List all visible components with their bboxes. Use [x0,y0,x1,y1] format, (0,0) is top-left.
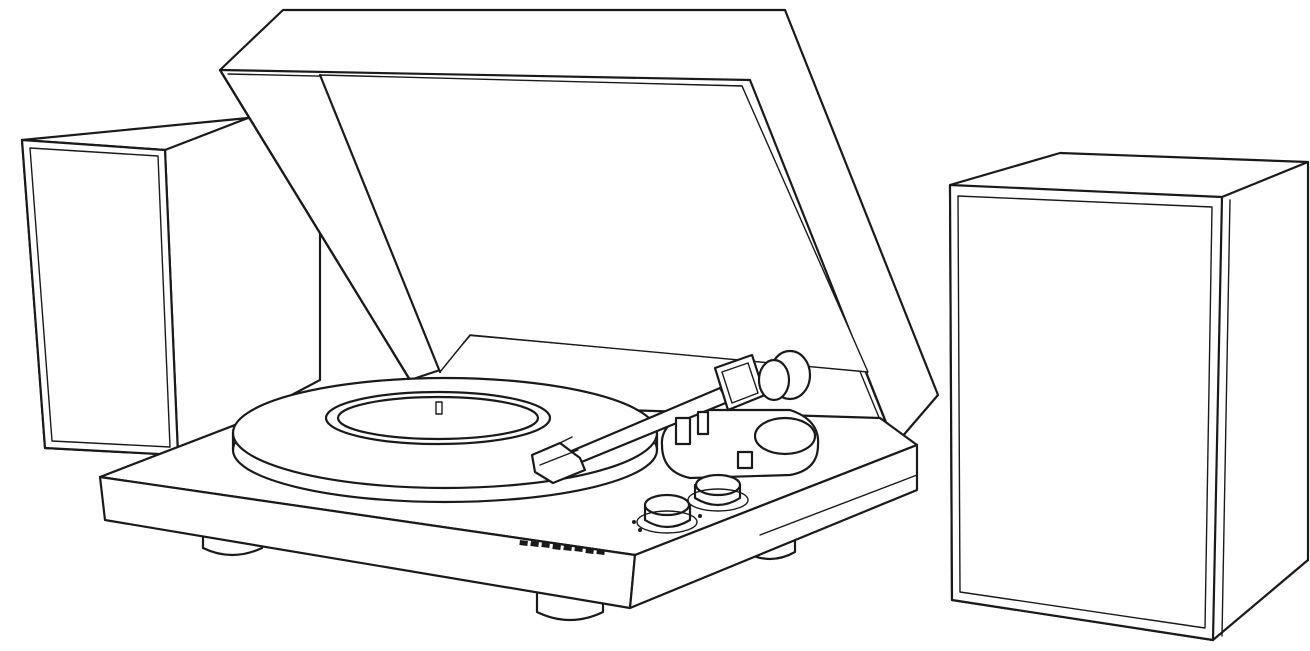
dust-cover [218,8,940,447]
indicator-dot-2 [638,528,642,532]
speed-knob-ring [636,510,698,534]
counterweight-ring [757,358,791,402]
plinth-side-detail [759,474,918,536]
right-speaker [948,151,1310,642]
left-speaker [20,116,322,457]
right-speaker-front-panel [948,183,1224,642]
left-speaker-front-bevel [29,147,171,448]
brand-logo [519,540,605,555]
control-knobs [632,473,749,534]
indicator-dot-3 [698,514,702,518]
left-speaker-top-edge [163,116,250,152]
dust-cover-left-edge [218,68,412,382]
left-speaker-front-panel [20,138,180,457]
finger-lift [559,436,573,444]
volume-knob-top [694,473,742,497]
tonearm-assembly [530,349,820,485]
record-label-inner [336,395,540,441]
dust-cover-inner-left-edge [318,73,442,374]
speed-knob-top [643,493,691,517]
anti-skate-knob [736,450,754,470]
cueing-lever [696,410,710,436]
right-speaker-side-line [1221,199,1231,637]
record-label-outer [324,390,552,446]
spindle [435,401,443,415]
volume-knob-ring [687,488,749,512]
indicator-dot-1 [632,520,636,524]
right-speaker-front-bevel [957,195,1213,629]
plinth-side [628,443,919,610]
tonearm-pivot-base [753,416,817,456]
record-label [324,390,552,446]
tonearm-gimbal-inner [721,362,759,404]
cartridge-detail [539,449,579,466]
right-speaker-top-edge [1220,160,1310,199]
arm-rest [674,416,692,446]
